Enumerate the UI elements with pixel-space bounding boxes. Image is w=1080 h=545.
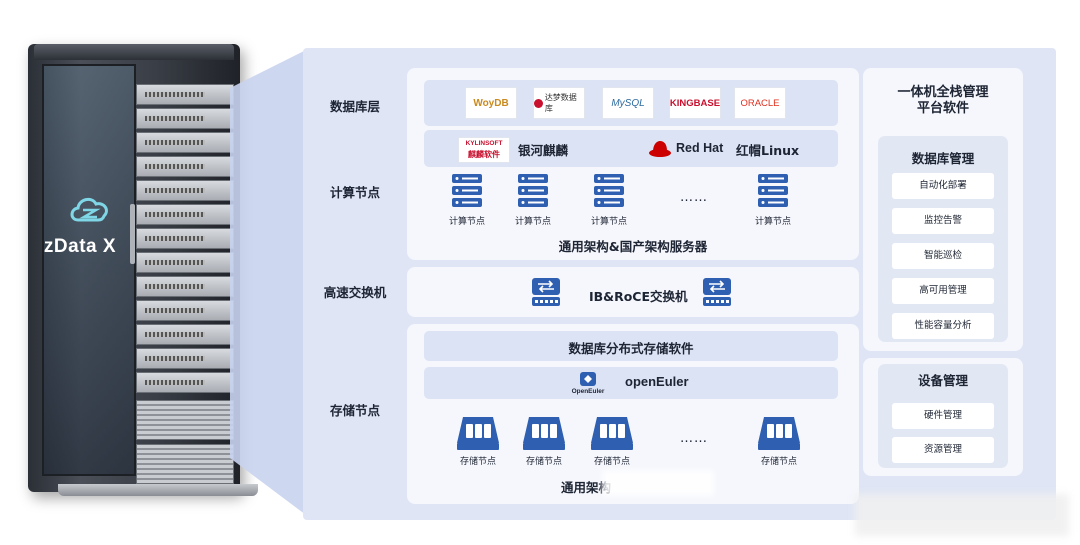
device-mgmt-item: 资源管理 [892, 437, 994, 463]
rack-server-unit [136, 180, 234, 201]
db-mgmt-item: 性能容量分析 [892, 313, 994, 339]
storage-node-label: 存储节点 [760, 457, 797, 467]
blurred-watermark-corner [855, 494, 1069, 536]
storage-server-icon [591, 417, 633, 450]
storage-software-bar: 数据库分布式存储软件 [424, 331, 838, 361]
rack-server-unit [136, 348, 234, 369]
rack-server-unit [136, 156, 234, 177]
compute-server-icon [518, 174, 548, 207]
storage-node-label: 存储节点 [459, 457, 496, 467]
db-mgmt-group: 数据库管理 自动化部署 监控告警 智能巡检 高可用管理 性能容量分析 [878, 136, 1008, 342]
storage-node-label: 存储节点 [525, 457, 562, 467]
compute-footer: 通用架构&国产架构服务器 [558, 239, 708, 254]
db-mgmt-item: 高可用管理 [892, 278, 994, 304]
rack-base [58, 484, 258, 496]
compute-node-label: 计算节点 [754, 217, 791, 227]
storage-os-name: openEuler [625, 374, 689, 389]
side-title-line1: 一体机全栈管理 [897, 85, 989, 100]
cloud-logo-icon [70, 197, 108, 222]
rack-server-unit [136, 204, 234, 225]
rack-door-handle [130, 204, 135, 264]
storage-server-icon [523, 417, 565, 450]
device-mgmt-title: 设备管理 [917, 373, 968, 388]
compute-node-label: 计算节点 [448, 217, 485, 227]
switch-block [407, 267, 859, 317]
db-logo-kingbase: KINGBASE [669, 87, 721, 119]
openeuler-logo-icon [580, 372, 596, 386]
db-logo-label: WoyDB [473, 97, 509, 109]
rack-server-unit [136, 228, 234, 249]
db-logo-label: KINGBASE [669, 97, 721, 109]
db-logo-label: 达梦数据库 [544, 93, 577, 113]
compute-node-label: 计算节点 [514, 217, 551, 227]
rack-server-unit [136, 84, 234, 105]
redhat-os-name: 红帽Linux [736, 143, 800, 158]
row-label-storage: 存储节点 [329, 403, 380, 418]
server-rack-image: zData X [28, 44, 258, 496]
rack-brand-label: zData X [43, 236, 117, 257]
rack-server-unit [136, 132, 234, 153]
switch-icon [532, 278, 560, 306]
rack-glass-door [42, 64, 136, 476]
db-mgmt-item: 监控告警 [892, 208, 994, 234]
side-title-line2: 平台软件 [916, 101, 969, 116]
rack-server-unit [136, 300, 234, 321]
storage-server-icon [457, 417, 499, 450]
db-logo-mysql: MySQL [602, 87, 654, 119]
db-mgmt-item: 智能巡检 [892, 243, 994, 269]
storage-footer: 通用架构 [561, 480, 612, 495]
rack-server-unit [136, 252, 234, 273]
rack-storage-unit [136, 400, 234, 440]
db-logo-woydb: WoyDB [465, 87, 517, 119]
db-mgmt-title: 数据库管理 [911, 151, 975, 166]
openeuler-logo-text: OpenEuler [571, 388, 605, 395]
compute-ellipsis: …… [680, 190, 708, 205]
storage-node-label: 存储节点 [593, 457, 630, 467]
kylinsoft-logo-bottom: 麒麟软件 [468, 150, 500, 159]
db-mgmt-item: 自动化部署 [892, 173, 994, 199]
kylin-os-name: 银河麒麟 [518, 143, 569, 158]
compute-server-icon [452, 174, 482, 207]
kylinsoft-logo: KYLINSOFT 麒麟软件 [458, 137, 510, 163]
rack-server-unit [136, 108, 234, 129]
redhat-logo-icon [649, 141, 671, 157]
side-title: 一体机全栈管理 平台软件 [863, 85, 1023, 117]
db-logo-label: ORACLE [740, 97, 780, 109]
rack-server-stack [136, 84, 236, 484]
row-label-db-layer: 数据库层 [329, 99, 380, 114]
row-label-switch: 高速交换机 [323, 285, 387, 300]
rack-server-unit [136, 372, 234, 393]
switch-label: IB&RoCE交换机 [589, 289, 688, 304]
storage-server-icon [758, 417, 800, 450]
compute-server-icon [758, 174, 788, 207]
rack-zoom-connector [230, 48, 310, 518]
storage-os-bar [424, 367, 838, 399]
storage-software-label: 数据库分布式存储软件 [568, 341, 694, 356]
compute-server-icon [594, 174, 624, 207]
row-label-compute: 计算节点 [329, 185, 380, 200]
device-mgmt-item: 硬件管理 [892, 403, 994, 429]
rack-top [34, 44, 234, 60]
rack-storage-unit [136, 444, 234, 484]
dameng-mark-icon [534, 98, 543, 108]
db-logo-label: MySQL [611, 97, 645, 109]
db-logo-dameng: 达梦数据库 [533, 87, 585, 119]
storage-ellipsis: …… [680, 431, 708, 446]
compute-node-label: 计算节点 [590, 217, 627, 227]
rack-server-unit [136, 324, 234, 345]
device-mgmt-group: 设备管理 硬件管理 资源管理 [878, 364, 1008, 468]
db-logo-oracle: ORACLE [734, 87, 786, 119]
redhat-label: Red Hat [676, 141, 724, 155]
rack-server-unit [136, 276, 234, 297]
kylinsoft-logo-top: KYLINSOFT [465, 140, 503, 147]
switch-icon [703, 278, 731, 306]
blurred-watermark-region [602, 470, 714, 496]
